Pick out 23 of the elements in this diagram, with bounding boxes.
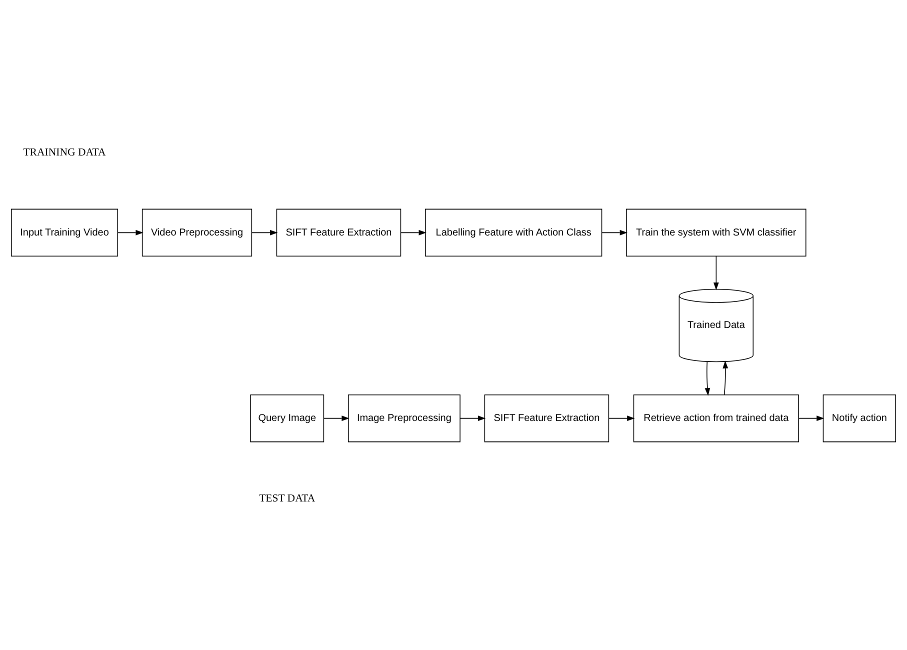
arrow [323,415,350,421]
node-box: Input Training Video [10,208,118,256]
node-box: SIFT Feature Extraction [484,394,610,442]
label: TRAINING DATA [23,146,106,158]
node-box: Video Preprocessing [142,208,252,256]
node-box: Notify action [822,394,896,442]
arrow [400,229,426,235]
label: TEST DATA [259,492,316,504]
node-box: Labelling Feature with Action Class [425,208,602,256]
node-box: Image Preprocessing [348,394,460,442]
arrow [460,415,486,421]
arrow [251,229,278,235]
arrow [601,229,628,235]
arrow [722,360,728,394]
node-box: Retrieve action from trained data [633,394,799,442]
node-box: Query Image [250,394,324,442]
node-box: SIFT Feature Extraction [276,208,402,256]
arrow [117,229,144,235]
node-box: Train the system with SVM classifier [626,208,806,256]
arrow [798,415,824,421]
arrow [704,360,710,396]
arrow [608,415,635,421]
arrow [713,255,719,290]
